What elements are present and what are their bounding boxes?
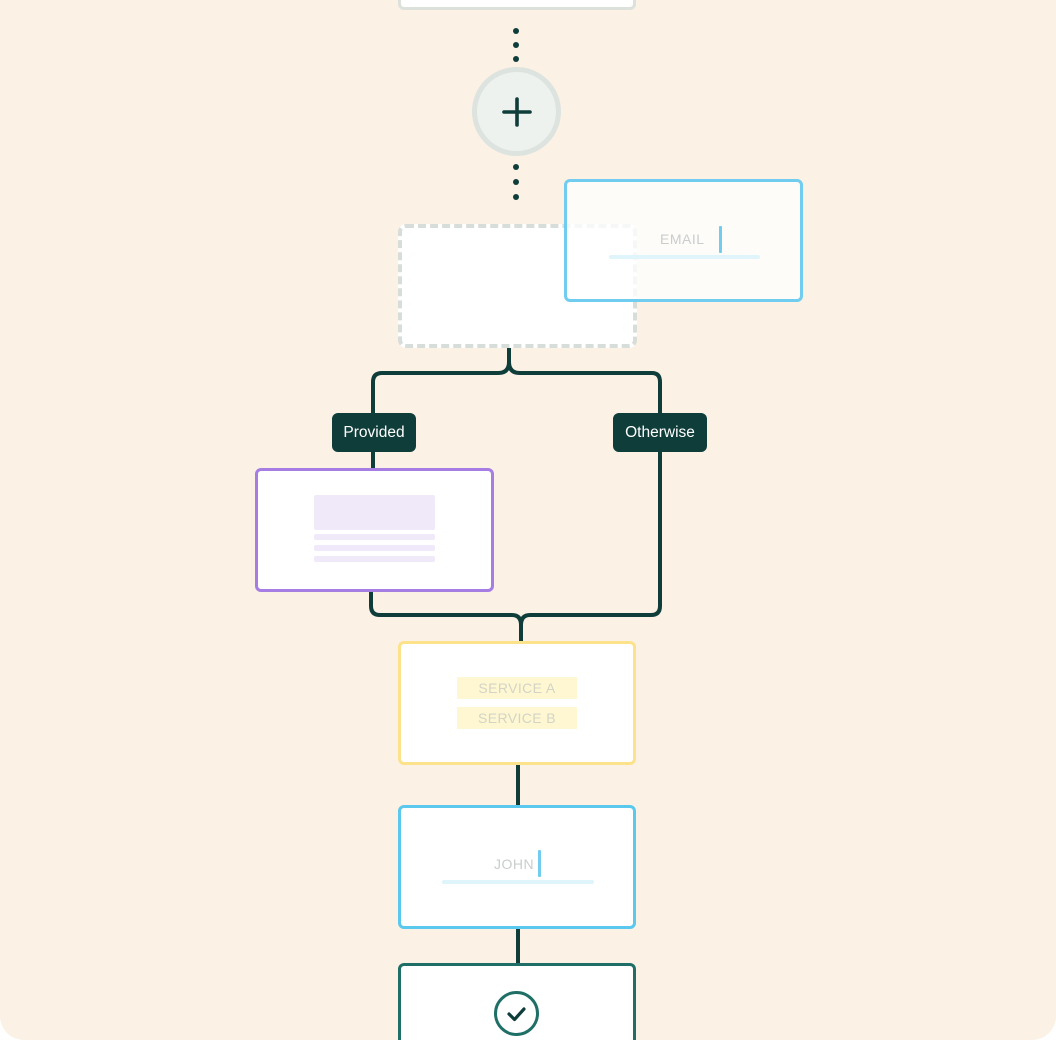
dotted-connector: [513, 28, 519, 200]
branch-label-otherwise[interactable]: Otherwise: [613, 413, 707, 452]
service-option[interactable]: SERVICE A: [457, 677, 577, 699]
branch-split-line: [371, 346, 511, 416]
branch-label-provided[interactable]: Provided: [332, 413, 416, 452]
email-field-placeholder: EMAIL: [660, 231, 705, 247]
merge-line-right: [519, 449, 662, 627]
previous-step-card[interactable]: [398, 0, 636, 10]
content-placeholder-line: [314, 556, 435, 562]
name-step-card[interactable]: JOHN: [398, 805, 636, 929]
check-circle-icon: [494, 991, 539, 1036]
email-step-card[interactable]: EMAIL: [564, 179, 803, 302]
service-option[interactable]: SERVICE B: [457, 707, 577, 729]
service-select-card[interactable]: SERVICE A SERVICE B: [398, 641, 636, 765]
name-field-underline: [442, 880, 594, 884]
condition-step-card[interactable]: [255, 468, 494, 592]
branch-split-line: [507, 360, 662, 416]
content-placeholder-block: [314, 495, 435, 530]
add-step-button[interactable]: [472, 67, 561, 156]
plus-icon: [501, 96, 532, 127]
content-placeholder-line: [314, 534, 435, 540]
text-caret: [719, 226, 722, 253]
completion-step-card[interactable]: [398, 963, 636, 1040]
name-field-value: JOHN: [494, 856, 535, 872]
merge-line-left: [369, 590, 523, 643]
text-caret: [538, 850, 541, 877]
email-field-underline: [609, 255, 760, 259]
content-placeholder-line: [314, 545, 435, 551]
